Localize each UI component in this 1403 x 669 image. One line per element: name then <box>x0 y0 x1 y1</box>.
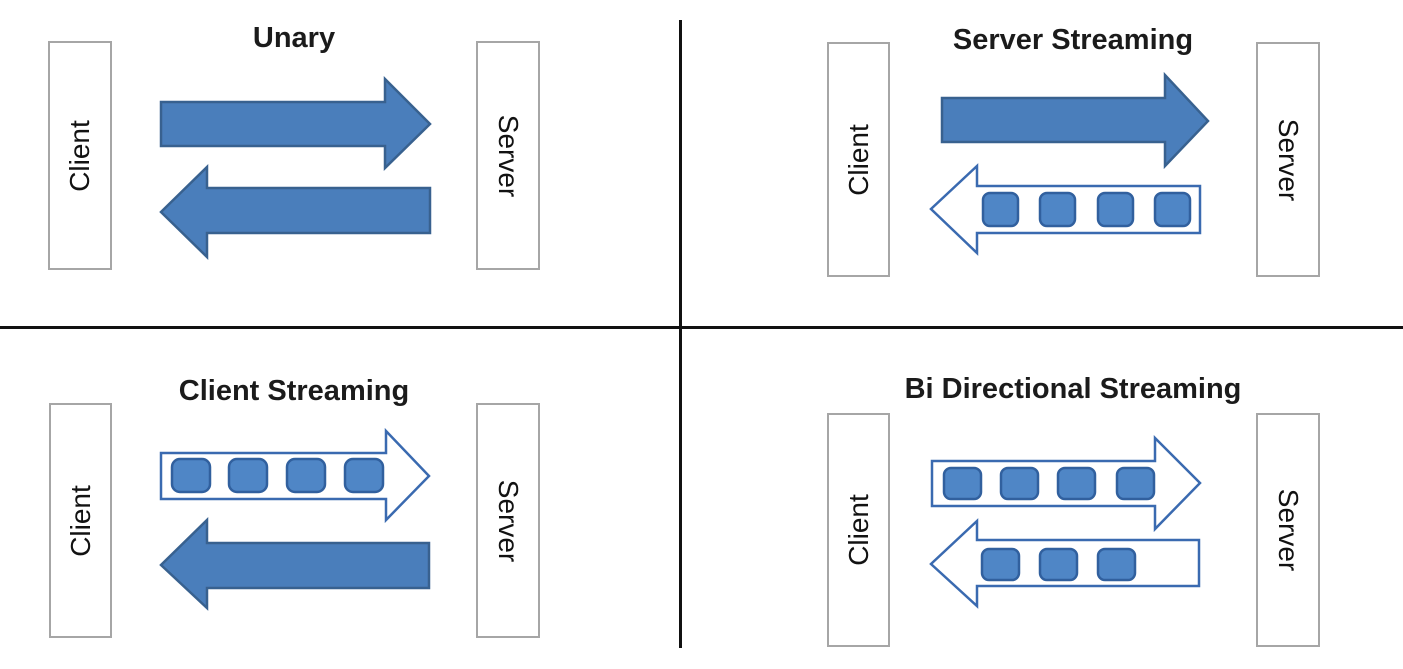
message-square <box>1096 191 1135 228</box>
server-box: Server <box>1256 413 1320 647</box>
message-square <box>981 191 1020 228</box>
message-square <box>999 466 1040 501</box>
server-box: Server <box>1256 42 1320 277</box>
message-square <box>1115 466 1156 501</box>
client-box: Client <box>48 41 112 270</box>
message-square <box>285 457 327 494</box>
arrows-layer <box>929 71 1210 256</box>
quadrant-divider-horizontal <box>0 326 1403 329</box>
quadrant-title: Unary <box>252 22 336 54</box>
arrows-layer <box>159 75 432 260</box>
server-box: Server <box>476 403 540 638</box>
quadrant-server-streaming: Server Streaming Client Server <box>680 0 1403 327</box>
request-arrow <box>159 75 432 171</box>
message-square <box>980 547 1021 582</box>
client-box: Client <box>827 42 890 277</box>
arrows-layer <box>929 434 1202 609</box>
request-arrow <box>940 71 1210 170</box>
message-square <box>942 466 983 501</box>
client-box: Client <box>49 403 112 638</box>
quadrant-client-streaming: Client Streaming Client Server <box>0 327 680 669</box>
quadrant-title: Client Streaming <box>178 375 410 407</box>
quadrant-unary: Unary Client Server <box>0 0 680 327</box>
quadrant-title: Server Streaming <box>952 24 1194 56</box>
response-arrow <box>159 164 432 260</box>
message-square <box>1056 466 1097 501</box>
server-box: Server <box>476 41 540 270</box>
arrows-layer <box>159 427 431 611</box>
message-square <box>1038 547 1079 582</box>
message-square <box>343 457 385 494</box>
client-box: Client <box>827 413 890 647</box>
message-square <box>227 457 269 494</box>
quadrant-title: Bi Directional Streaming <box>904 373 1242 405</box>
response-arrow <box>159 517 431 611</box>
message-square <box>1153 191 1192 228</box>
quadrant-bidirectional-streaming: Bi Directional Streaming Client Server <box>680 327 1403 669</box>
message-square <box>1038 191 1077 228</box>
message-square <box>1096 547 1137 582</box>
message-square <box>170 457 212 494</box>
quadrant-divider-vertical <box>679 20 682 648</box>
